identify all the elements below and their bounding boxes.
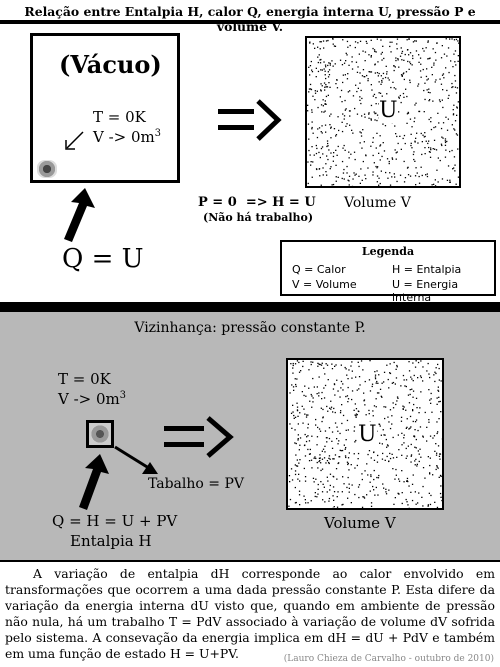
explanation-paragraph: A variação de entalpia dH corresponde ao…: [5, 566, 495, 661]
system-box: [86, 420, 114, 448]
volume-dots-top: [307, 38, 459, 186]
volume-box-top: U: [305, 36, 461, 188]
legend-box: Legenda Q = Calor H = Entalpia V = Volum…: [280, 240, 496, 304]
enthalpy-label: Entalpia H: [70, 532, 152, 550]
work-arrow-icon: [114, 445, 158, 474]
author-credit: (Lauro Chieza de Carvalho - outubro de 2…: [283, 654, 494, 664]
internal-energy-label-bottom: U: [358, 422, 377, 447]
vacuum-volume: V -> 0m3: [93, 128, 161, 146]
vacuum-box: (Vácuo) T = 0K V -> 0m3: [30, 33, 180, 183]
legend-item: V = Volume: [292, 278, 357, 291]
vacuum-volume-text: V -> 0m: [93, 128, 155, 146]
heat-equation-top: Q = U: [62, 244, 144, 274]
internal-energy-label-top: U: [379, 98, 398, 123]
legend-title: Legenda: [361, 245, 415, 258]
volume-box-bottom: U: [286, 358, 444, 510]
volume-label-top: Volume V: [344, 195, 411, 211]
no-work-note: (Não há trabalho): [203, 211, 314, 224]
vacuum-label: (Vácuo): [59, 50, 162, 79]
volume-dots-bottom: [288, 360, 442, 508]
heat-arrow-icon: [64, 188, 95, 242]
surroundings-volume-text: V -> 0m: [58, 390, 120, 408]
surroundings-volume: V -> 0m3: [58, 390, 126, 408]
surroundings-volume-exp: 3: [119, 390, 126, 401]
collapse-arrow-icon: [65, 131, 84, 150]
implies-arrow-icon: [164, 416, 234, 458]
heat-arrow-icon: [79, 454, 109, 510]
vacuum-volume-exp: 3: [154, 128, 161, 139]
surroundings-panel: Vizinhança: pressão constante P. T = 0K …: [0, 312, 500, 560]
surroundings-heading: Vizinhança: pressão constante P.: [134, 320, 366, 336]
implies-arrow-icon: [218, 99, 282, 141]
legend-item: H = Entalpia: [392, 263, 462, 276]
separator-top: [0, 20, 500, 24]
pressure-equation: P = 0 => H = U: [198, 195, 316, 210]
volume-label-bottom: Volume V: [324, 514, 396, 532]
legend-item: Q = Calor: [292, 263, 346, 276]
vacuum-temp: T = 0K: [93, 108, 146, 126]
surroundings-temp: T = 0K: [58, 370, 111, 388]
legend-item: U = Energia interna: [392, 278, 459, 304]
separator-middle: [0, 302, 500, 312]
work-label: Tabalho = PV: [148, 476, 244, 492]
vacuum-particle: [37, 160, 57, 178]
heat-equation-bottom: Q = H = U + PV: [52, 512, 178, 530]
page-title: Relação entre Entalpia H, calor Q, energ…: [24, 4, 476, 34]
